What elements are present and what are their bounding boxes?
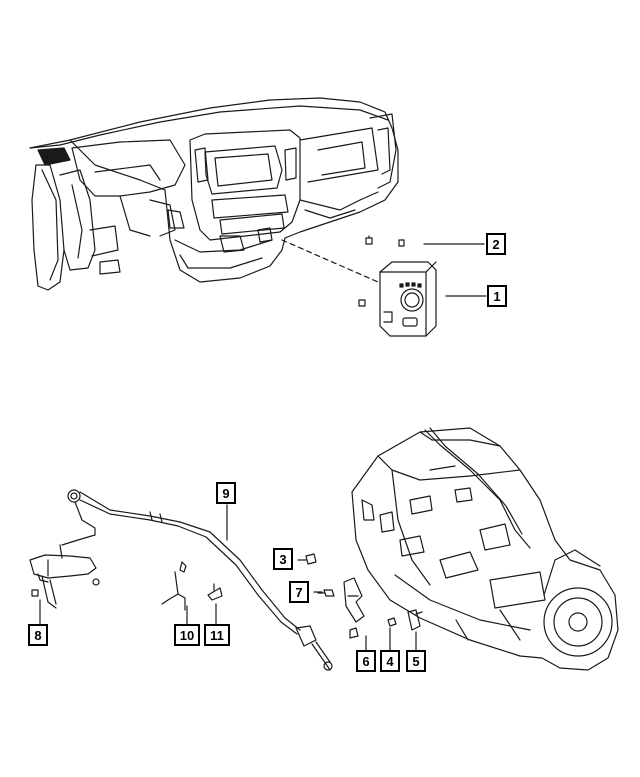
callout-6: 6 (356, 650, 376, 672)
callout-9: 9 (216, 482, 236, 504)
callout-3: 3 (273, 548, 293, 570)
shift-cable (61, 489, 333, 671)
callout-8: 8 (28, 624, 48, 646)
callout-2: 2 (486, 233, 506, 255)
leader-dashed (281, 239, 379, 283)
transmission (351, 427, 619, 671)
callout-5: 5 (406, 650, 426, 672)
callout-4: 4 (380, 650, 400, 672)
lever-bracket (29, 544, 100, 609)
clip-and-bolt (161, 561, 223, 611)
callout-11: 11 (204, 624, 230, 646)
callout-1: 1 (487, 285, 507, 307)
callout-7: 7 (289, 581, 309, 603)
small-parts (305, 553, 423, 639)
callout-10: 10 (174, 624, 200, 646)
instrument-panel (29, 97, 399, 291)
switch-module (379, 261, 437, 337)
screws (358, 235, 405, 307)
callout-leaders (39, 504, 417, 651)
